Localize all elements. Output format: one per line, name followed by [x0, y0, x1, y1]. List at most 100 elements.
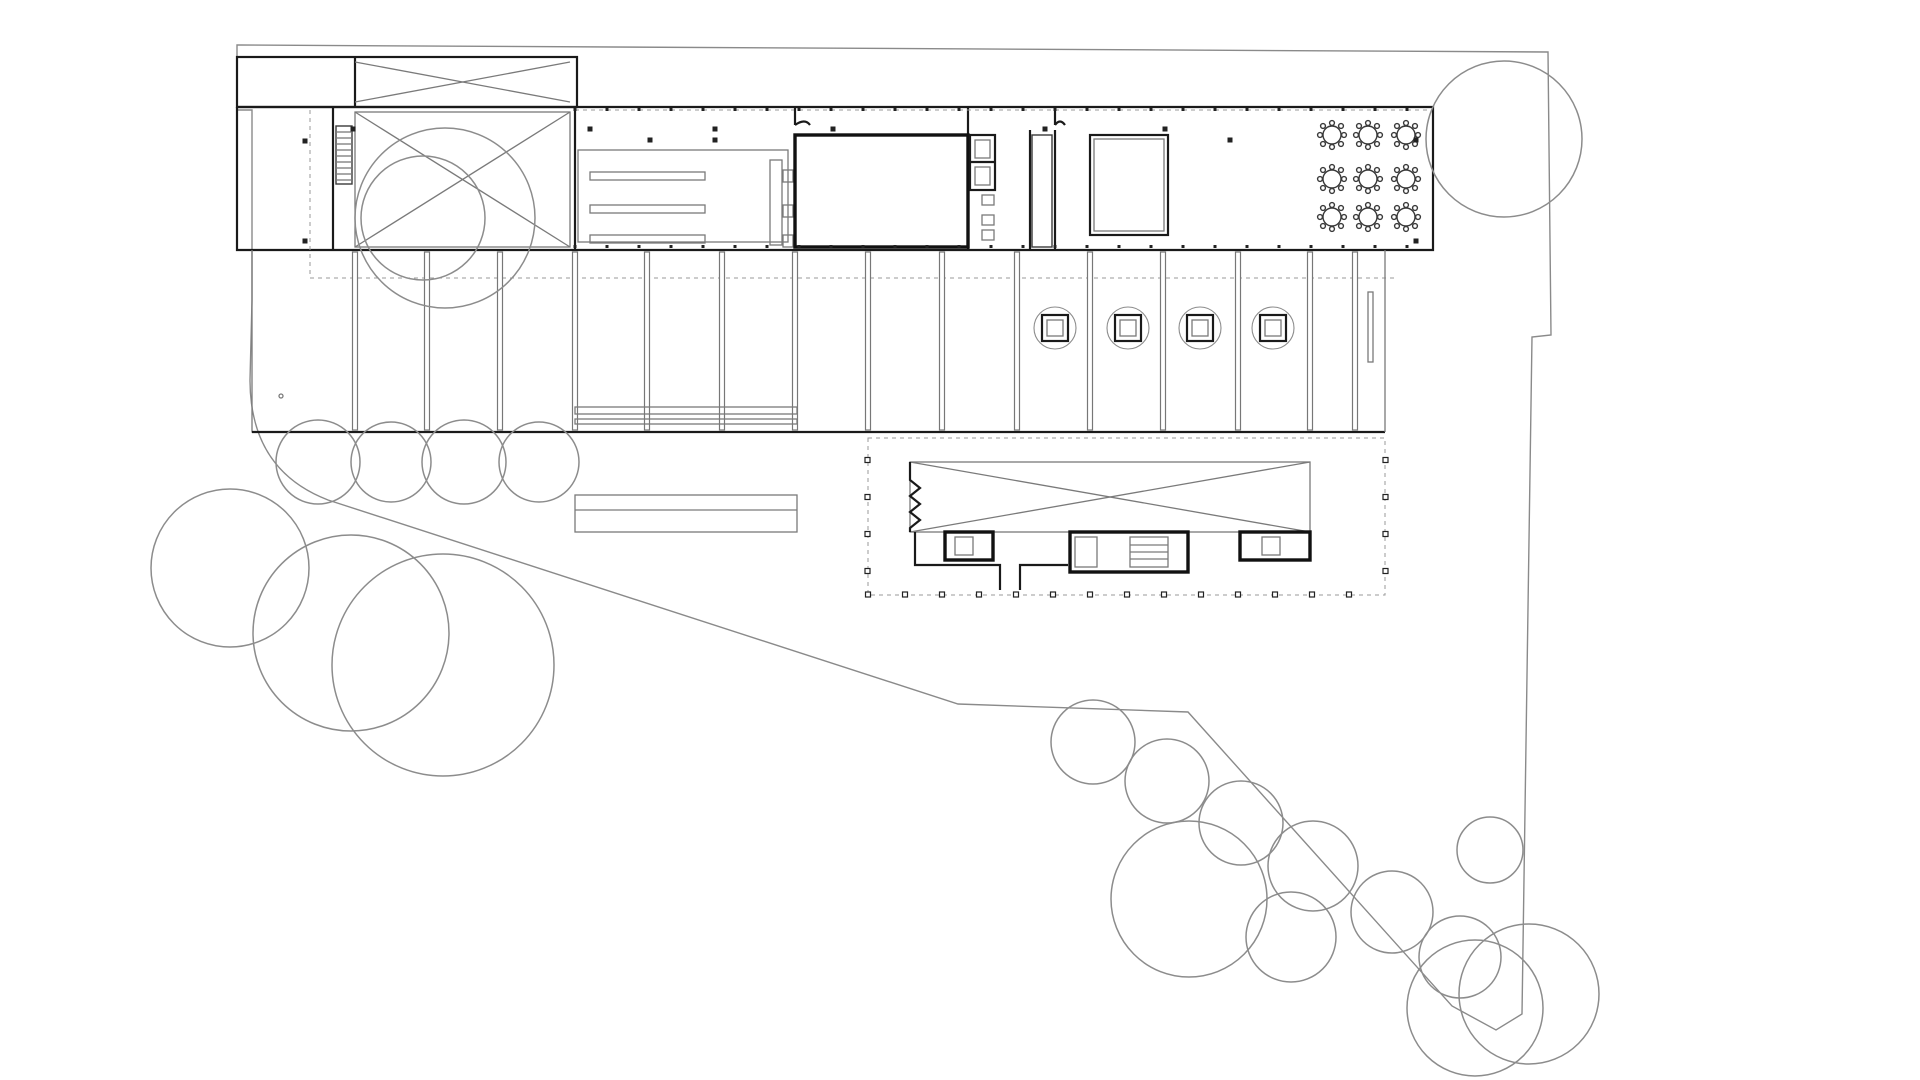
dining-table [1352, 119, 1384, 151]
column [637, 108, 641, 111]
column [1382, 493, 1389, 501]
column [733, 245, 737, 248]
column [1309, 245, 1313, 248]
slot-east [1367, 291, 1374, 363]
column [1123, 591, 1131, 598]
tree-canopy [360, 155, 486, 281]
louver-fins [351, 251, 1359, 431]
column [701, 245, 705, 248]
tree-canopy [1418, 915, 1502, 999]
column [989, 108, 993, 111]
column [1085, 245, 1089, 248]
column [1049, 591, 1057, 598]
column [1245, 245, 1249, 248]
column [1085, 108, 1089, 111]
tree-canopy [252, 534, 450, 732]
column [1373, 245, 1377, 248]
column [830, 126, 836, 132]
column [957, 108, 961, 111]
dining-tables [1316, 119, 1422, 233]
column [1277, 245, 1281, 248]
column [733, 108, 737, 111]
column [1234, 591, 1242, 598]
skylight [1033, 306, 1077, 350]
column [1382, 530, 1389, 538]
column [1309, 108, 1313, 111]
column [637, 245, 641, 248]
north-block-left [235, 55, 579, 109]
column [1053, 108, 1057, 111]
dining-table [1316, 163, 1348, 195]
column [861, 245, 865, 248]
column [587, 126, 593, 132]
column [605, 108, 609, 111]
south-block [864, 437, 1389, 598]
tree-canopy [1406, 939, 1544, 1077]
skylight [1178, 306, 1222, 350]
column [605, 245, 609, 248]
tree-canopy [1110, 820, 1268, 978]
louver-fin [1086, 251, 1094, 431]
tree-canopy [1267, 820, 1359, 912]
column [1042, 126, 1048, 132]
tree-canopy [1425, 60, 1583, 218]
column [1160, 591, 1168, 598]
column [712, 137, 718, 143]
tree-canopy [354, 127, 536, 309]
column [1197, 591, 1205, 598]
tree-canopy [1198, 780, 1284, 866]
column [861, 108, 865, 111]
stair-east [1028, 130, 1057, 250]
core-south-east [1238, 530, 1312, 562]
columns-south-row [864, 456, 1389, 598]
louver-fin [496, 251, 504, 431]
column [302, 138, 308, 144]
column [1086, 591, 1094, 598]
column [1413, 137, 1419, 143]
site-boundary [236, 44, 1552, 1031]
louver-fin [1306, 251, 1314, 431]
column [1053, 245, 1057, 248]
tree-canopy [1124, 738, 1210, 824]
column [1012, 591, 1020, 598]
louver-fin [791, 251, 799, 431]
column [829, 245, 833, 248]
bench-west [574, 406, 798, 415]
dining-table [1390, 201, 1422, 233]
tree-canopy [331, 553, 555, 777]
column [1382, 456, 1389, 464]
tree-canopy [275, 419, 361, 505]
tree-canopy [498, 421, 580, 503]
dining-table [1390, 163, 1422, 195]
column [1405, 245, 1409, 248]
core-south-west [943, 530, 995, 562]
column [864, 567, 871, 575]
plaza-deck [251, 250, 1386, 533]
column [350, 126, 356, 132]
column [1373, 108, 1377, 111]
column [938, 591, 946, 598]
cafe-counter [1088, 133, 1170, 237]
column [1021, 108, 1025, 111]
exhibition-hall [577, 149, 794, 248]
column [1213, 245, 1217, 248]
skylights [1033, 306, 1295, 350]
column [864, 493, 871, 501]
column [893, 245, 897, 248]
tree-canopy [1458, 923, 1600, 1065]
dining-table [1316, 201, 1348, 233]
core-south-mid [1068, 530, 1190, 574]
column [925, 108, 929, 111]
column [1382, 567, 1389, 575]
dining-table [1390, 119, 1422, 151]
column [669, 245, 673, 248]
tree-canopy [150, 488, 310, 648]
tree-canopy [350, 421, 432, 503]
column [1227, 137, 1233, 143]
column [1245, 108, 1249, 111]
column [797, 245, 801, 248]
column [925, 245, 929, 248]
column [1341, 245, 1345, 248]
column [864, 591, 872, 598]
